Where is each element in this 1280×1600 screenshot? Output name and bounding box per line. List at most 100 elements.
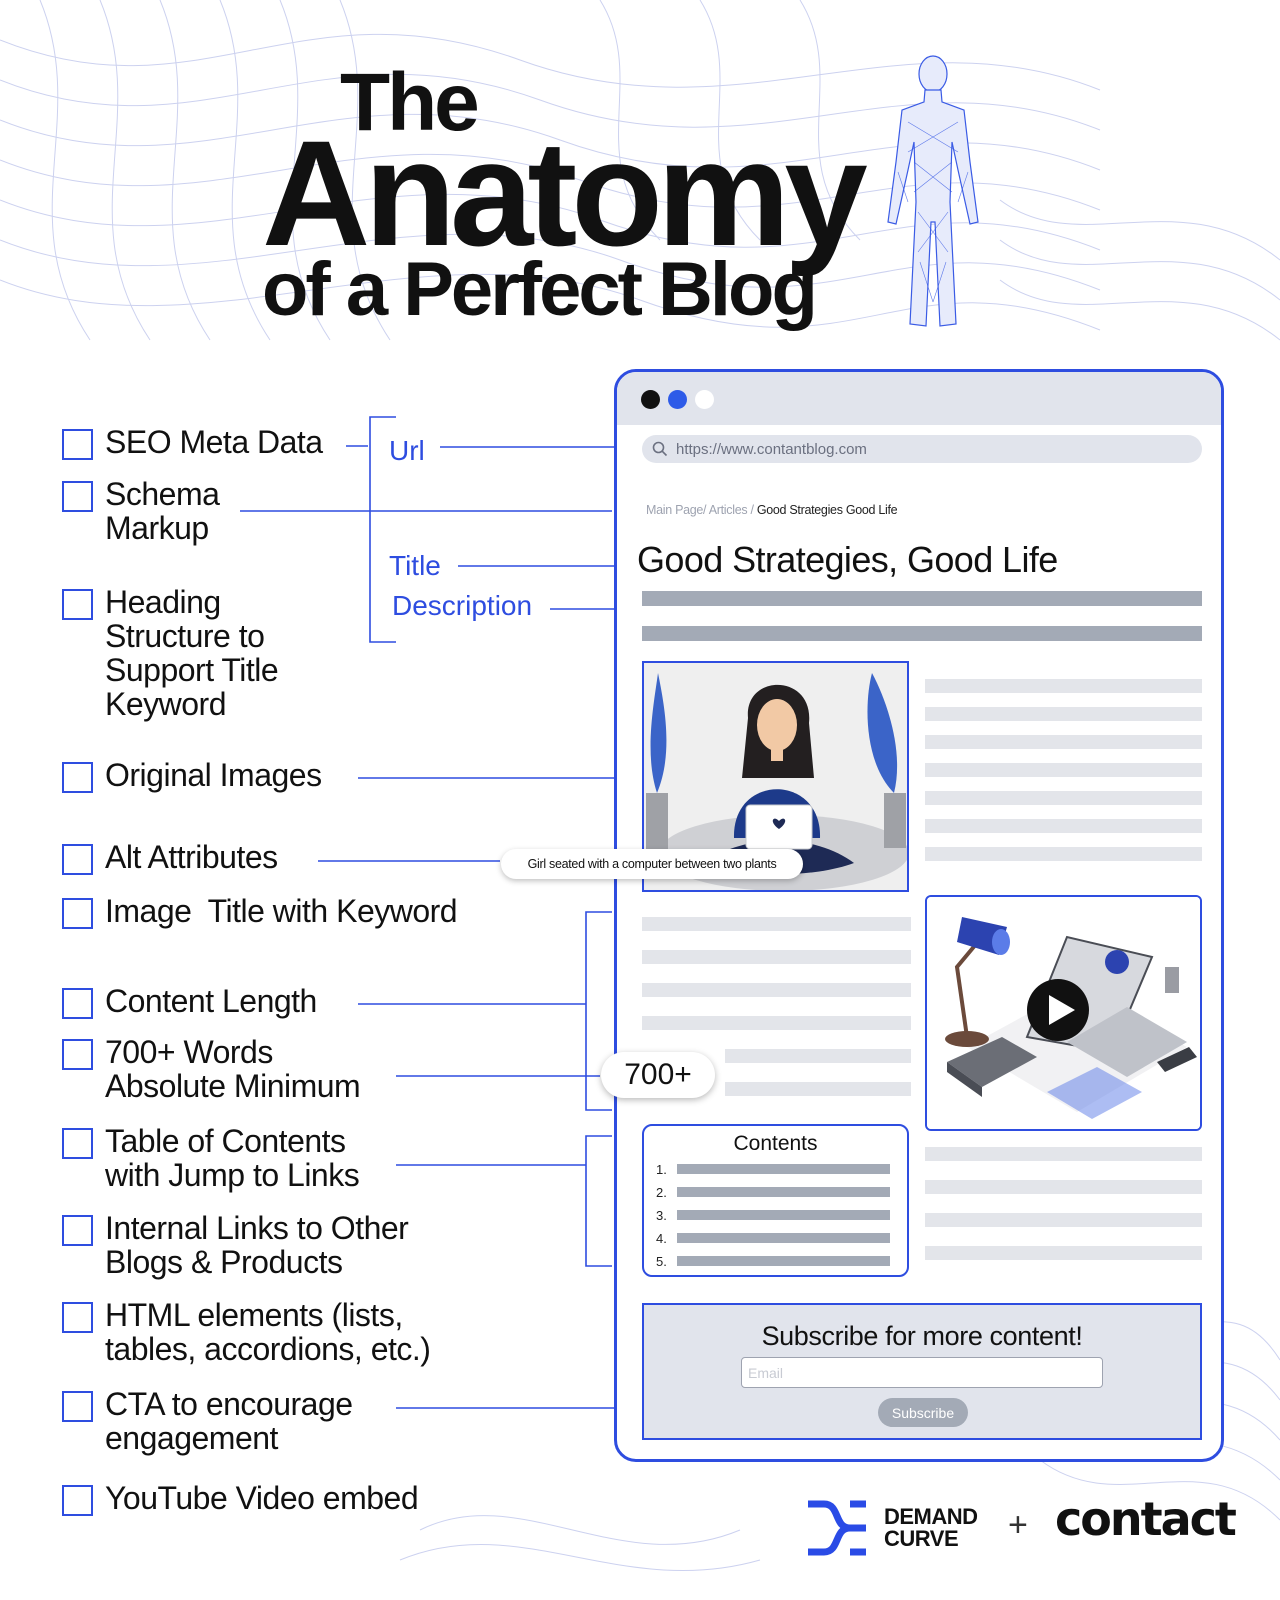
checkbox[interactable] bbox=[62, 1039, 93, 1070]
breadcrumb-parents[interactable]: Main Page/ Articles / bbox=[646, 503, 757, 517]
toc-item-link[interactable] bbox=[677, 1210, 890, 1220]
checklist-item-html-elements[interactable]: HTML elements (lists, tables, accordions… bbox=[62, 1297, 431, 1367]
breadcrumb: Main Page/ Articles / Good Strategies Go… bbox=[646, 503, 898, 517]
checkbox[interactable] bbox=[62, 762, 93, 793]
brand-line: CURVE bbox=[884, 1526, 959, 1551]
checklist-item-schema-markup[interactable]: Schema Markup bbox=[62, 476, 220, 546]
description-line bbox=[642, 626, 1202, 641]
content-line bbox=[925, 1147, 1202, 1161]
desk-illustration bbox=[927, 897, 1200, 1129]
checkbox[interactable] bbox=[62, 898, 93, 929]
checklist-item-heading-structure[interactable]: Heading Structure to Support Title Keywo… bbox=[62, 584, 279, 722]
checklist-item-table-of-contents[interactable]: Table of Contents with Jump to Links bbox=[62, 1123, 360, 1193]
checkbox[interactable] bbox=[62, 1485, 93, 1516]
page-title-line2: Anatomy bbox=[262, 109, 868, 277]
checkbox[interactable] bbox=[62, 844, 93, 875]
toc-item-number: 3. bbox=[656, 1208, 667, 1223]
content-line bbox=[925, 707, 1202, 721]
subscribe-cta: Subscribe for more content! Email Subscr… bbox=[642, 1303, 1202, 1440]
checklist-item-internal-links[interactable]: Internal Links to Other Blogs & Products bbox=[62, 1210, 409, 1280]
content-line bbox=[642, 1016, 911, 1030]
connector-label-url: Url bbox=[389, 435, 425, 466]
checklist-item-cta[interactable]: CTA to encourage engagement bbox=[62, 1387, 353, 1455]
content-line bbox=[925, 819, 1202, 833]
toc-item-number: 2. bbox=[656, 1185, 667, 1200]
address-bar[interactable]: https://www.contantblog.com bbox=[642, 435, 1202, 463]
alt-text-tooltip: Girl seated with a computer between two … bbox=[501, 849, 803, 879]
toc-item-number: 1. bbox=[656, 1162, 667, 1177]
toc-item-link[interactable] bbox=[677, 1164, 890, 1174]
toc-item-link[interactable] bbox=[677, 1187, 890, 1197]
checklist-label: Table of Contents with Jump to Links bbox=[105, 1123, 360, 1193]
connector-label-description: Description bbox=[392, 590, 533, 621]
checkbox[interactable] bbox=[62, 1391, 93, 1422]
content-line bbox=[925, 1180, 1202, 1194]
browser-window: https://www.contantblog.com Main Page/ A… bbox=[614, 369, 1224, 1462]
checklist-item-image-title[interactable]: Image Title with Keyword bbox=[62, 893, 458, 929]
content-line bbox=[642, 983, 911, 997]
checklist-label: Original Images bbox=[105, 757, 322, 793]
checklist-item-alt-attributes[interactable]: Alt Attributes bbox=[62, 840, 278, 875]
toc-item-link[interactable] bbox=[677, 1233, 890, 1243]
content-line bbox=[925, 763, 1202, 777]
content-line bbox=[925, 679, 1202, 693]
subscribe-button[interactable]: Subscribe bbox=[878, 1398, 968, 1427]
toc-heading: Contents bbox=[733, 1132, 818, 1155]
content-line bbox=[725, 1082, 911, 1096]
checkbox[interactable] bbox=[62, 1128, 93, 1159]
email-field[interactable]: Email bbox=[741, 1357, 1103, 1388]
content-line bbox=[642, 917, 911, 931]
search-icon bbox=[652, 441, 668, 457]
checklist-label: Schema Markup bbox=[105, 476, 220, 546]
plus-sign: + bbox=[1008, 1506, 1028, 1544]
contact-logo: contact bbox=[1055, 1492, 1237, 1546]
checkbox[interactable] bbox=[62, 988, 93, 1019]
toc-item-link[interactable] bbox=[677, 1256, 890, 1266]
human-anatomy-figure-icon bbox=[887, 55, 979, 327]
checklist-label: SEO Meta Data bbox=[105, 424, 323, 460]
demand-curve-logo-text: DEMAND CURVE bbox=[884, 1506, 978, 1550]
content-line bbox=[925, 847, 1202, 861]
checklist-label: Content Length bbox=[105, 983, 317, 1019]
content-line bbox=[925, 1213, 1202, 1227]
content-line bbox=[925, 1246, 1202, 1260]
blog-title: Good Strategies, Good Life bbox=[637, 539, 1058, 580]
checklist-label: Heading Structure to Support Title Keywo… bbox=[105, 584, 279, 722]
description-line bbox=[642, 591, 1202, 606]
checkbox[interactable] bbox=[62, 589, 93, 620]
checklist-label: Alt Attributes bbox=[105, 839, 278, 875]
window-dot-maximize[interactable] bbox=[695, 390, 714, 409]
checklist-label: YouTube Video embed bbox=[105, 1480, 419, 1516]
checklist-item-youtube-embed[interactable]: YouTube Video embed bbox=[62, 1480, 419, 1516]
page-title-line3: of a Perfect Blog bbox=[262, 247, 818, 332]
checkbox[interactable] bbox=[62, 481, 93, 512]
content-line bbox=[642, 950, 911, 964]
content-line bbox=[925, 735, 1202, 749]
connector-label-title: Title bbox=[389, 550, 441, 581]
browser-title-bar bbox=[617, 372, 1221, 425]
window-dot-close[interactable] bbox=[641, 390, 660, 409]
checklist-label: 700+ Words Absolute Minimum bbox=[105, 1034, 361, 1104]
checklist-label: CTA to encourage engagement bbox=[105, 1386, 353, 1456]
checkbox[interactable] bbox=[62, 429, 93, 460]
toc-item-number: 5. bbox=[656, 1254, 667, 1269]
window-dot-minimize[interactable] bbox=[668, 390, 687, 409]
checklist-item-700-words[interactable]: 700+ Words Absolute Minimum bbox=[62, 1034, 361, 1104]
checklist-item-original-images[interactable]: Original Images bbox=[62, 758, 322, 793]
youtube-video-embed[interactable] bbox=[925, 895, 1202, 1131]
content-line bbox=[725, 1049, 911, 1063]
word-count-badge: 700+ bbox=[601, 1052, 715, 1098]
url-text: https://www.contantblog.com bbox=[676, 440, 867, 458]
brand-line: DEMAND bbox=[884, 1504, 978, 1529]
page-title-line1: The bbox=[340, 57, 480, 148]
checklist-label: HTML elements (lists, tables, accordions… bbox=[105, 1297, 431, 1367]
checklist-label: Internal Links to Other Blogs & Products bbox=[105, 1210, 409, 1280]
checkbox[interactable] bbox=[62, 1215, 93, 1246]
checklist-label: Image Title with Keyword bbox=[105, 893, 458, 929]
table-of-contents: Contents 1. 2. 3. 4. 5. bbox=[642, 1124, 909, 1277]
checkbox[interactable] bbox=[62, 1302, 93, 1333]
checklist-item-content-length[interactable]: Content Length bbox=[62, 984, 317, 1019]
checklist-item-seo-meta-data[interactable]: SEO Meta Data bbox=[62, 425, 323, 460]
